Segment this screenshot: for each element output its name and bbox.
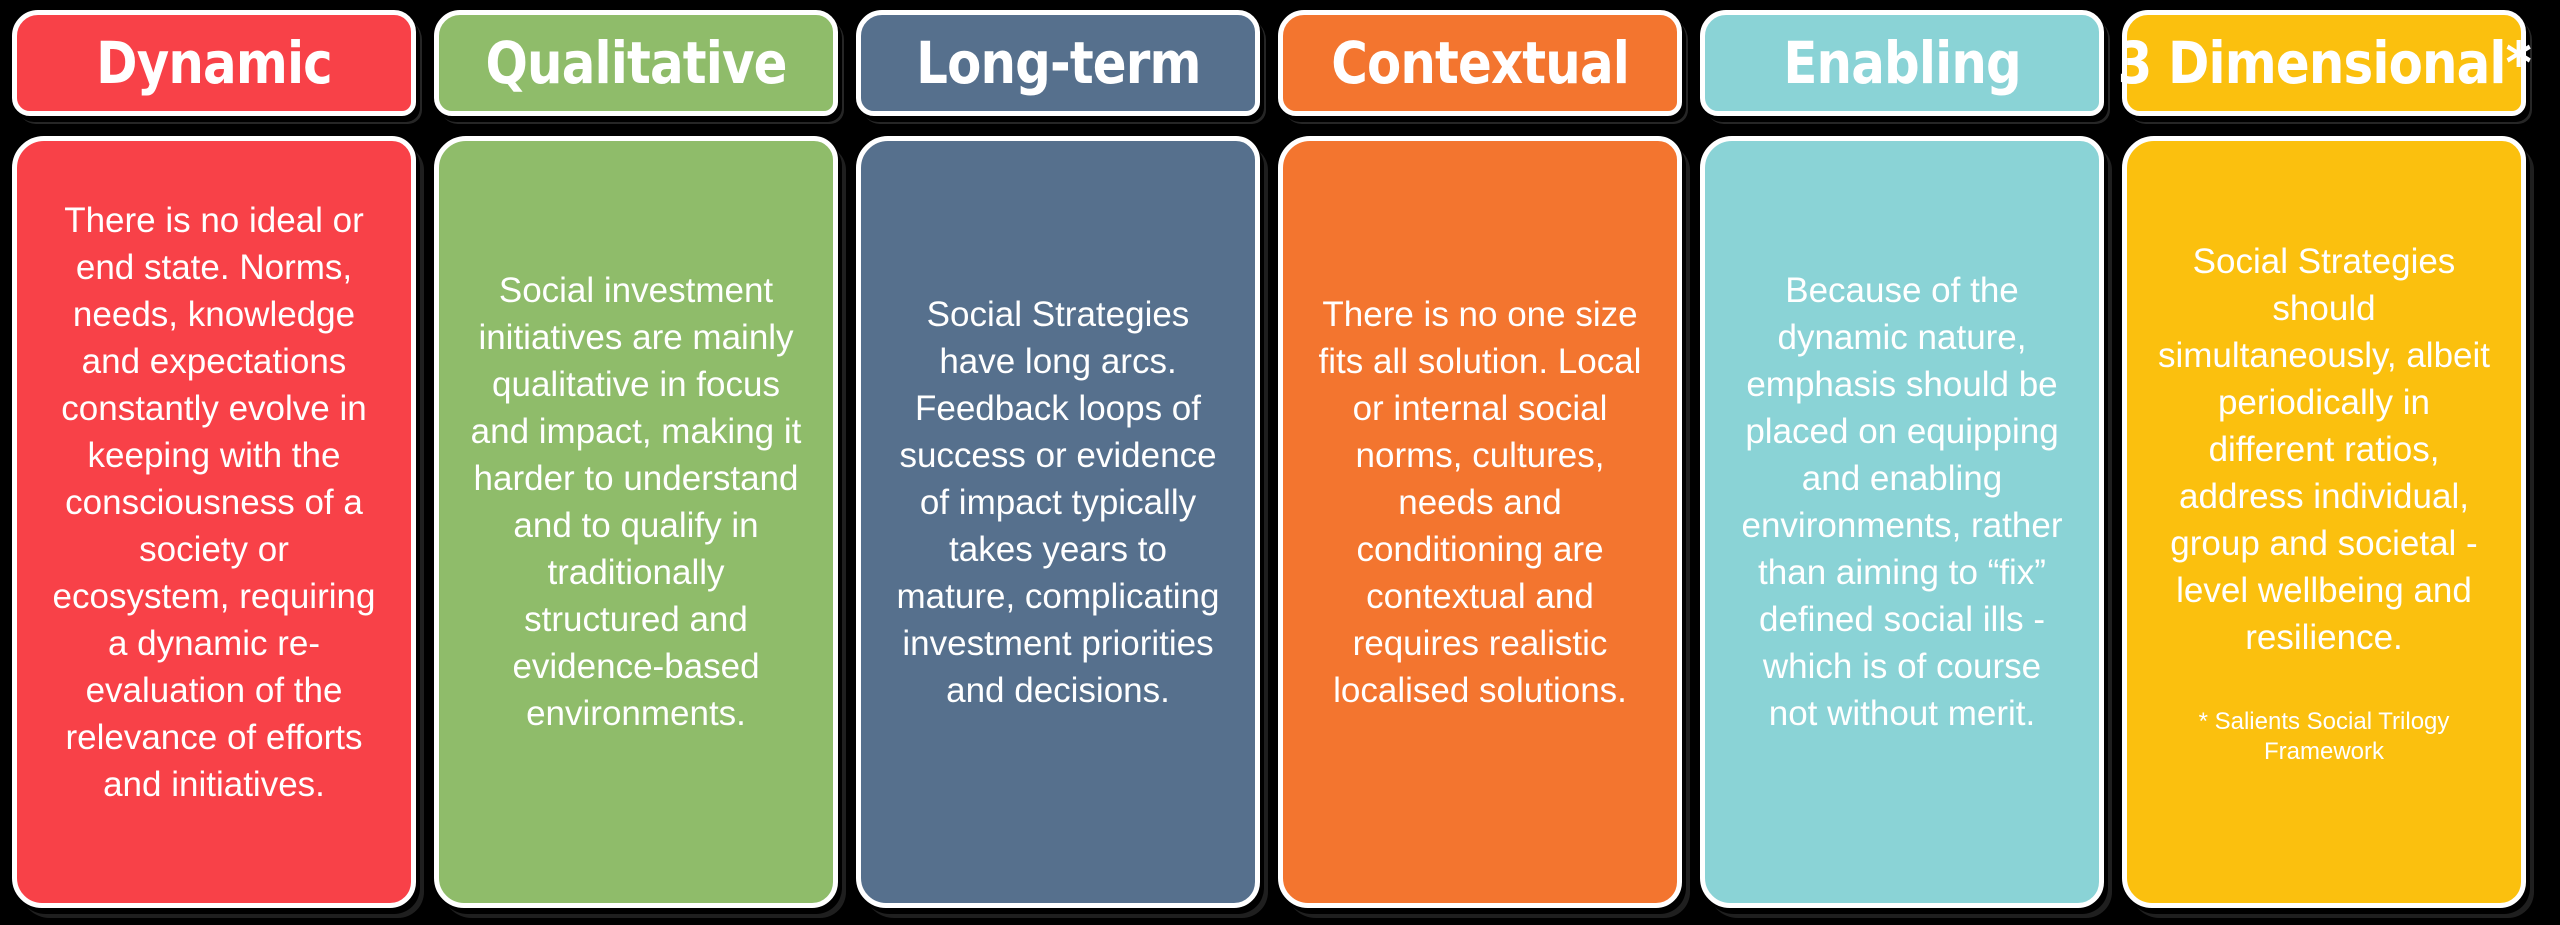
column-dynamic: Dynamic There is no ideal or end state. … xyxy=(8,6,422,920)
header-title: Contextual xyxy=(1331,29,1630,97)
column-qualitative: Qualitative Social investment initiative… xyxy=(430,6,844,920)
body-text: There is no ideal or end state. Norms, n… xyxy=(52,200,376,804)
column-3-dimensional: 3 Dimensional* Social Strategies should … xyxy=(2117,6,2532,920)
header-dynamic: Dynamic xyxy=(12,10,416,116)
body-text: There is no one size fits all solution. … xyxy=(1318,294,1642,710)
body-dynamic: There is no ideal or end state. Norms, n… xyxy=(12,136,416,908)
header-title: Qualitative xyxy=(485,29,787,97)
footnote: * Salients Social Trilogy Framework xyxy=(2198,707,2450,765)
body-text: Because of the dynamic nature, emphasis … xyxy=(1741,271,2063,733)
header-title: Enabling xyxy=(1783,29,2021,97)
column-enabling: Enabling Because of the dynamic nature, … xyxy=(1696,6,2110,920)
header-contextual: Contextual xyxy=(1278,10,1682,116)
column-long-term: Long-term Social Strategies have long ar… xyxy=(852,6,1266,920)
body-qualitative: Social investment initiatives are mainly… xyxy=(434,136,838,908)
header-title: 3 Dimensional* xyxy=(2117,29,2531,97)
header-enabling: Enabling xyxy=(1700,10,2104,116)
body-long-term: Social Strategies have long arcs. Feedba… xyxy=(856,136,1260,908)
body-text: Social investment initiatives are mainly… xyxy=(470,271,802,733)
body-3-dimensional: Social Strategies should simultaneously,… xyxy=(2122,136,2526,908)
header-3-dimensional: 3 Dimensional* xyxy=(2117,10,2531,116)
body-contextual: There is no one size fits all solution. … xyxy=(1278,136,1682,908)
header-title: Long-term xyxy=(915,29,1201,97)
body-text: Social Strategies should simultaneously,… xyxy=(2157,241,2491,657)
header-long-term: Long-term xyxy=(856,10,1260,116)
column-contextual: Contextual There is no one size fits all… xyxy=(1274,6,1688,920)
header-qualitative: Qualitative xyxy=(434,10,838,116)
framework-columns: Dynamic There is no ideal or end state. … xyxy=(8,6,2556,920)
body-enabling: Because of the dynamic nature, emphasis … xyxy=(1700,136,2104,908)
header-title: Dynamic xyxy=(96,29,333,97)
body-text: Social Strategies have long arcs. Feedba… xyxy=(896,294,1220,710)
